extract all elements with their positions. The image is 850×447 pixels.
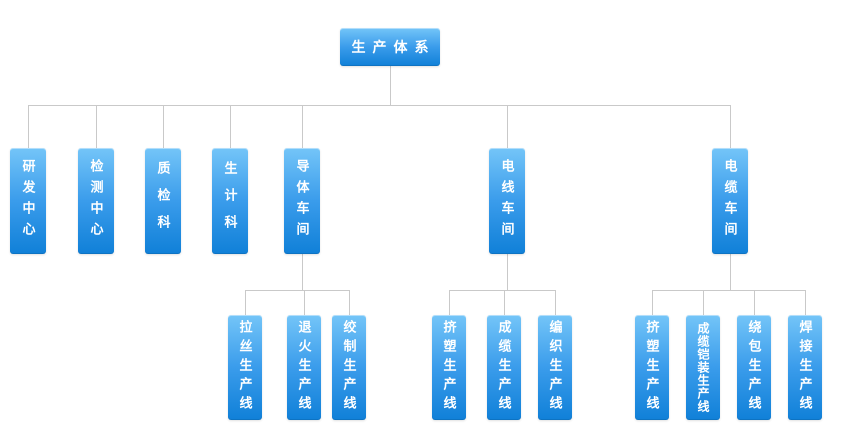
node-braiding-line: 编织生产线 xyxy=(538,315,572,420)
node-root-production-system: 生产体系 xyxy=(340,28,440,66)
node-extruding-line-cable: 挤塑生产线 xyxy=(635,315,669,420)
node-quality-inspection-section: 质检科 xyxy=(145,148,181,254)
node-extruding-line-wire: 挤塑生产线 xyxy=(432,315,466,420)
connector xyxy=(28,105,29,148)
node-label: 检测中心 xyxy=(88,159,104,243)
connector xyxy=(96,105,97,148)
connector xyxy=(730,105,731,148)
connector xyxy=(652,290,806,291)
node-rnd-center: 研发中心 xyxy=(10,148,46,254)
connector xyxy=(304,290,305,315)
connector xyxy=(163,105,164,148)
node-label: 绞制生产线 xyxy=(341,320,357,415)
connector xyxy=(230,105,231,148)
node-label: 焊接生产线 xyxy=(797,320,813,415)
node-label: 生计科 xyxy=(222,160,238,242)
connector xyxy=(449,290,450,315)
connector xyxy=(28,105,731,106)
node-label: 成缆铠装生产线 xyxy=(696,322,710,413)
node-wire-drawing-line: 拉丝生产线 xyxy=(228,315,262,420)
node-production-planning-section: 生计科 xyxy=(212,148,248,254)
node-label: 编织生产线 xyxy=(547,320,563,415)
node-label: 挤塑生产线 xyxy=(441,320,457,415)
connector xyxy=(507,254,508,290)
node-label: 退火生产线 xyxy=(296,320,312,415)
node-label: 挤塑生产线 xyxy=(644,320,660,415)
node-conductor-workshop: 导体车间 xyxy=(284,148,320,254)
connector xyxy=(703,290,704,315)
connector xyxy=(449,290,556,291)
connector xyxy=(245,290,350,291)
connector xyxy=(349,290,350,315)
node-wire-workshop: 电线车间 xyxy=(489,148,525,254)
connector xyxy=(555,290,556,315)
node-cable-workshop: 电缆车间 xyxy=(712,148,748,254)
connector xyxy=(652,290,653,315)
node-stranding-line: 绞制生产线 xyxy=(332,315,366,420)
connector xyxy=(302,254,303,290)
connector xyxy=(754,290,755,315)
connector xyxy=(245,290,246,315)
node-wrapping-line: 绕包生产线 xyxy=(737,315,771,420)
node-label: 电缆车间 xyxy=(722,159,738,243)
node-label: 绕包生产线 xyxy=(746,320,762,415)
node-testing-center: 检测中心 xyxy=(78,148,114,254)
connector xyxy=(504,290,505,315)
node-label: 研发中心 xyxy=(20,159,36,243)
node-label: 质检科 xyxy=(155,160,171,242)
connector xyxy=(730,254,731,290)
connector xyxy=(302,105,303,148)
connector xyxy=(390,66,391,105)
node-annealing-line: 退火生产线 xyxy=(287,315,321,420)
node-label: 电线车间 xyxy=(499,159,515,243)
node-label: 导体车间 xyxy=(294,159,310,243)
node-cabling-armoring-line: 成缆铠装生产线 xyxy=(686,315,720,420)
node-welding-line: 焊接生产线 xyxy=(788,315,822,420)
connector xyxy=(805,290,806,315)
node-label: 成缆生产线 xyxy=(496,320,512,415)
node-label: 拉丝生产线 xyxy=(237,320,253,415)
connector xyxy=(507,105,508,148)
node-cabling-line: 成缆生产线 xyxy=(487,315,521,420)
